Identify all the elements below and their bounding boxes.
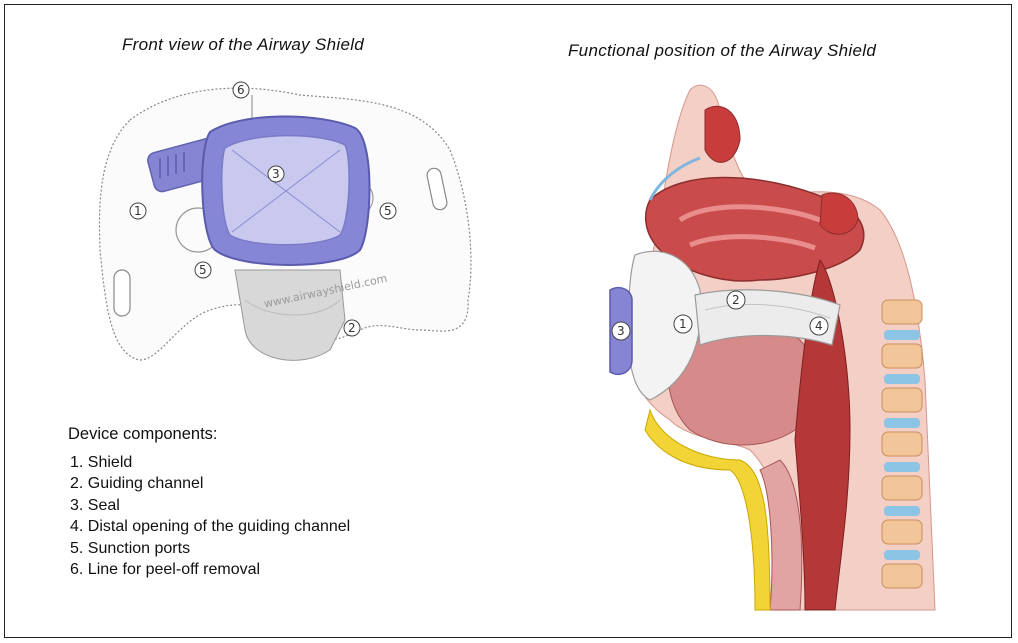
callout-3-position: 3 bbox=[612, 322, 630, 340]
component-item: 4. Distal opening of the guiding channel bbox=[70, 516, 350, 538]
svg-text:4: 4 bbox=[815, 319, 823, 333]
component-item: 2. Guiding channel bbox=[70, 473, 350, 495]
callout-1-position: 1 bbox=[674, 315, 692, 333]
device-components-list: Device components: 1. Shield 2. Guiding … bbox=[68, 424, 350, 581]
svg-text:2: 2 bbox=[732, 293, 740, 307]
svg-text:1: 1 bbox=[679, 317, 687, 331]
frontal-sinus bbox=[705, 106, 740, 162]
component-item: 5. Sunction ports bbox=[70, 538, 350, 560]
component-item: 1. Shield bbox=[70, 452, 350, 474]
svg-text:3: 3 bbox=[617, 324, 625, 338]
component-item: 3. Seal bbox=[70, 495, 350, 517]
callout-2-position: 2 bbox=[727, 291, 745, 309]
components-heading: Device components: bbox=[68, 424, 350, 446]
callout-4-position: 4 bbox=[810, 317, 828, 335]
component-item: 6. Line for peel-off removal bbox=[70, 559, 350, 581]
